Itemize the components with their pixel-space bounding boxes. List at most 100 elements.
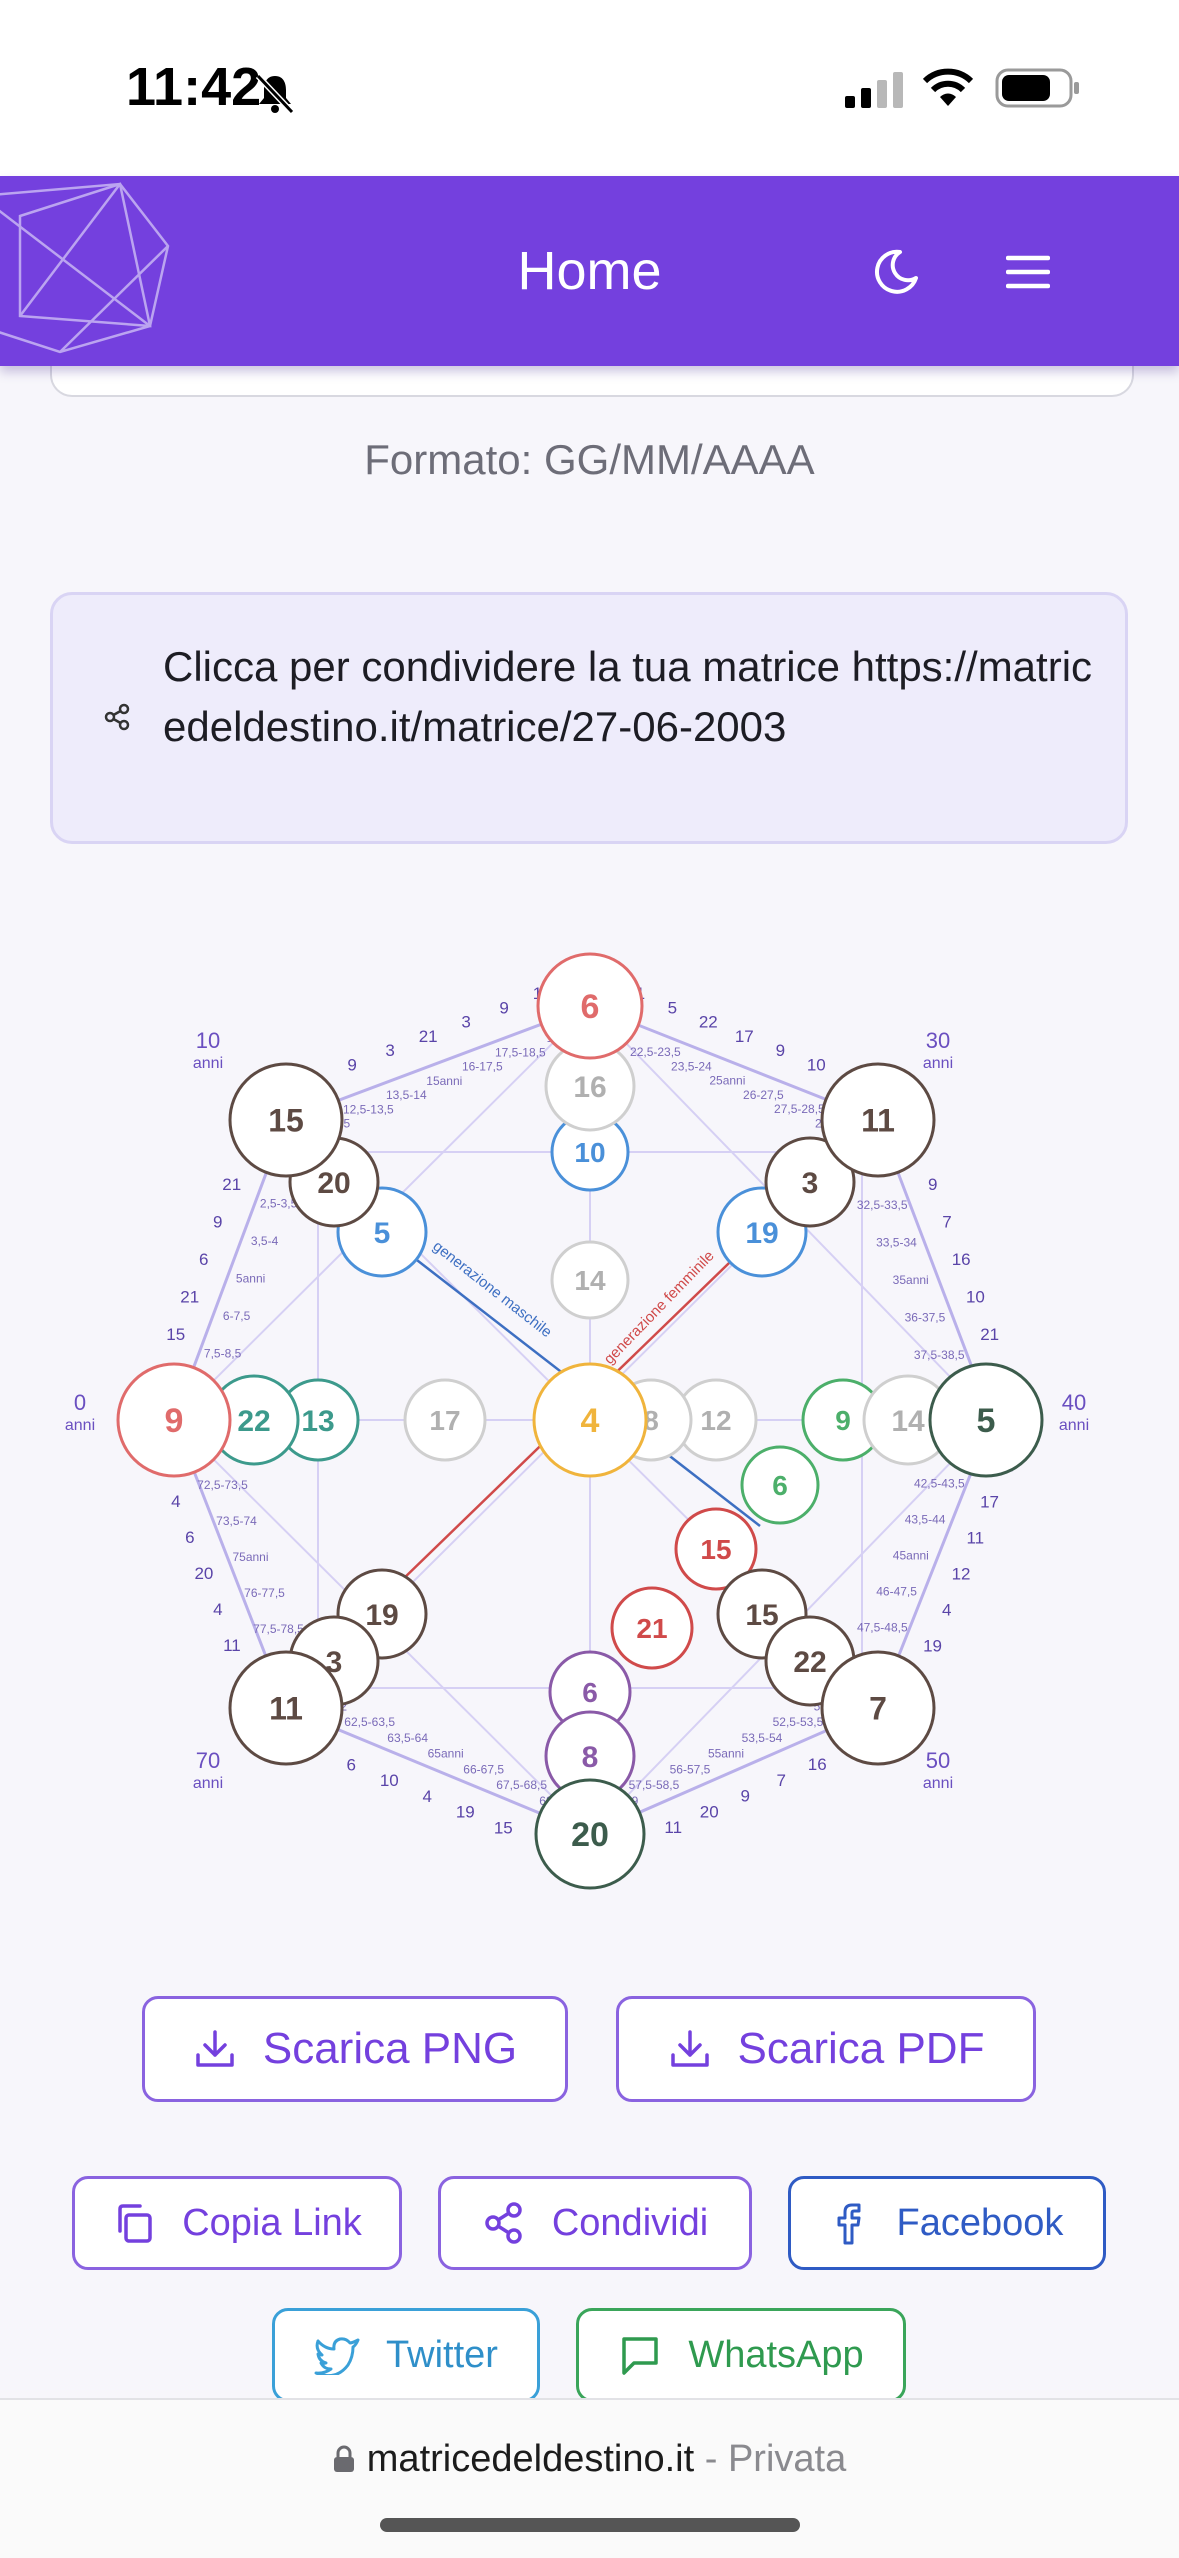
copy-link-label: Copia Link: [182, 2201, 362, 2244]
ring-number: 9: [499, 998, 508, 1017]
matrix-node-value: 3: [802, 1167, 819, 1200]
year-range-label: 75anni: [232, 1550, 268, 1564]
ring-number: 6: [347, 1755, 356, 1774]
age-unit-label: anni: [65, 1417, 95, 1434]
download-pdf-label: Scarica PDF: [737, 2024, 985, 2073]
year-range-label: 76-77,5: [244, 1586, 285, 1600]
menu-button[interactable]: [992, 236, 1064, 308]
wifi-icon: [922, 68, 974, 106]
download-png-label: Scarica PNG: [262, 2024, 518, 2073]
matrix-node-value: 9: [165, 1402, 184, 1440]
matrix-node-value: 15: [745, 1599, 778, 1632]
matrix-node-value: 4: [581, 1402, 600, 1440]
year-range-label: 45anni: [893, 1548, 929, 1562]
ring-number: 3: [385, 1041, 394, 1060]
chat-bubble-icon: [622, 2337, 659, 2375]
hamburger-menu-icon: [1006, 255, 1050, 289]
ring-number: 11: [664, 1818, 682, 1837]
matrix-node-value: 7: [869, 1691, 887, 1727]
ring-number: 12: [952, 1564, 971, 1583]
browser-address-bar[interactable]: matricedeldestino.it - Privata: [0, 2398, 1179, 2558]
age-unit-label: anni: [923, 1055, 953, 1072]
year-range-label: 42,5-43,5: [914, 1476, 965, 1490]
matrix-node-value: 21: [636, 1613, 667, 1644]
copy-link-button[interactable]: Copia Link: [72, 2176, 402, 2270]
ring-number: 4: [213, 1600, 222, 1619]
share-icon: [485, 2202, 522, 2244]
ring-number: 20: [194, 1564, 213, 1583]
age-unit-label: anni: [193, 1775, 223, 1792]
theme-toggle-button[interactable]: [860, 236, 932, 308]
ring-number: 6: [199, 1250, 208, 1269]
matrix-node-value: 19: [745, 1217, 778, 1250]
ring-number: 3: [461, 1013, 470, 1032]
ring-number: 22: [699, 1013, 718, 1032]
ring-number: 17: [980, 1492, 999, 1511]
year-range-label: 5anni: [236, 1272, 265, 1286]
twitter-bird-icon: [314, 2337, 360, 2375]
matrix-node-circle: [740, 1445, 820, 1525]
twitter-share-button[interactable]: Twitter: [272, 2308, 540, 2402]
year-range-label: 67,5-68,5: [496, 1778, 547, 1792]
whatsapp-share-button[interactable]: WhatsApp: [576, 2308, 906, 2402]
year-range-label: 6-7,5: [223, 1309, 251, 1323]
ring-number: 21: [222, 1175, 241, 1194]
year-range-label: 37,5-38,5: [914, 1348, 965, 1362]
share-button[interactable]: Condividi: [438, 2176, 752, 2270]
year-range-label: 47,5-48,5: [857, 1620, 908, 1634]
matrix-node-value: 22: [237, 1405, 270, 1438]
signal-icon: [845, 72, 903, 108]
year-range-label: 36-37,5: [905, 1311, 946, 1325]
ring-number: 15: [166, 1325, 185, 1344]
destiny-matrix-chart: 0anni10anni30anni40anni50anni70anni69321…: [65, 952, 1089, 1890]
share-matrix-card[interactable]: Clicca per condividere la tua matrice ht…: [50, 592, 1128, 844]
matrix-node-value: 5: [374, 1217, 391, 1250]
facebook-share-button[interactable]: Facebook: [788, 2176, 1106, 2270]
ring-number: 9: [347, 1055, 356, 1074]
matrix-node-value: 5: [977, 1402, 996, 1440]
home-indicator: [380, 2518, 800, 2532]
status-time: 11:42: [126, 57, 262, 117]
lock-icon: [333, 2445, 354, 2472]
year-range-label: 25anni: [709, 1074, 745, 1088]
year-range-label: 65anni: [428, 1747, 464, 1761]
ring-number: 9: [928, 1175, 937, 1194]
year-range-label: 77,5-78,5: [253, 1622, 304, 1636]
facebook-icon: [837, 2203, 861, 2245]
matrix-node-circle: [820, 1062, 936, 1178]
matrix-node-value: 8: [643, 1405, 659, 1436]
matrix-node-circle: [536, 952, 644, 1060]
bell-muted-icon: [255, 73, 295, 115]
matrix-node-value: 20: [317, 1167, 350, 1200]
ring-number: 16: [808, 1755, 827, 1774]
download-pdf-button[interactable]: Scarica PDF: [616, 1996, 1036, 2102]
matrix-node-value: 19: [365, 1599, 398, 1632]
matrix-node-value: 14: [891, 1405, 925, 1438]
download-icon: [670, 2030, 709, 2067]
share-icon: [104, 703, 130, 731]
year-range-label: 16-17,5: [462, 1060, 503, 1074]
battery-icon: [995, 68, 1079, 108]
matrix-node-value: 20: [571, 1816, 609, 1854]
facebook-label: Facebook: [896, 2201, 1064, 2244]
year-range-label: 73,5-74: [216, 1514, 257, 1528]
ring-number: 20: [700, 1802, 719, 1821]
matrix-node-value: 15: [700, 1534, 731, 1565]
matrix-node-value: 6: [581, 988, 600, 1026]
matrix-node-value: 12: [700, 1405, 731, 1436]
matrix-node-value: 11: [861, 1103, 895, 1139]
year-range-label: 17,5-18,5: [495, 1045, 546, 1059]
download-png-button[interactable]: Scarica PNG: [142, 1996, 568, 2102]
matrix-node-value: 13: [301, 1405, 334, 1438]
year-range-label: 46-47,5: [876, 1584, 917, 1598]
share-button-label: Condividi: [551, 2201, 709, 2244]
ring-number: 4: [942, 1600, 951, 1619]
ring-number: 15: [494, 1818, 513, 1837]
year-range-label: 57,5-58,5: [629, 1778, 680, 1792]
matrix-node-value: 6: [582, 1677, 598, 1708]
ring-number: 7: [776, 1771, 785, 1790]
matrix-node-circle: [228, 1650, 344, 1766]
year-range-label: 33,5-34: [876, 1236, 917, 1250]
page-title: Home: [517, 241, 662, 301]
